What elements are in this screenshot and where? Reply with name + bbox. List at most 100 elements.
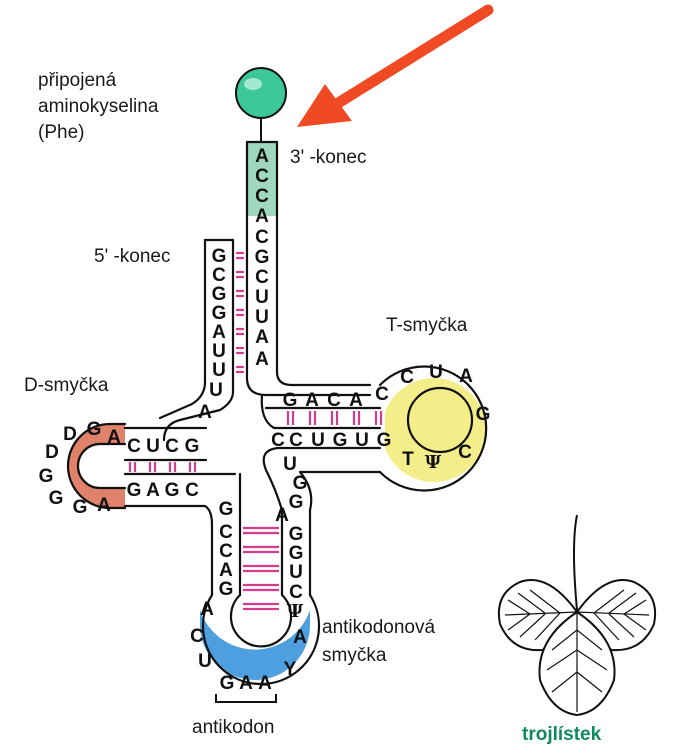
base: C bbox=[165, 436, 179, 457]
cloverleaf-icon bbox=[499, 515, 655, 715]
base: U bbox=[212, 360, 226, 381]
base: C bbox=[289, 582, 303, 603]
amino-acid-label-line3: (Phe) bbox=[38, 122, 84, 143]
anticodon-stem-right: C U G G A bbox=[275, 505, 303, 603]
t-loop-label: T-smyčka bbox=[386, 315, 468, 336]
five-prime-end-label: 5' -konec bbox=[94, 246, 171, 267]
cloverleaf-label: trojlístek bbox=[522, 724, 602, 745]
base: C bbox=[400, 367, 414, 388]
base: U bbox=[289, 562, 303, 583]
base: C bbox=[190, 626, 204, 647]
base: U bbox=[255, 307, 269, 328]
d-connector: U A bbox=[198, 380, 223, 423]
base: G bbox=[289, 524, 304, 545]
base: G bbox=[212, 303, 227, 324]
base: D bbox=[63, 424, 77, 445]
base: C bbox=[212, 265, 226, 286]
base: G bbox=[39, 466, 54, 487]
base: G bbox=[212, 284, 227, 305]
base: A bbox=[255, 206, 269, 227]
base: U bbox=[146, 436, 160, 457]
base: G bbox=[333, 430, 348, 451]
amino-acid-label-line1: připojená bbox=[38, 70, 117, 91]
base: G bbox=[185, 436, 200, 457]
base: G bbox=[219, 499, 234, 520]
d-stem-bottom: G A G C bbox=[127, 480, 200, 501]
base: U bbox=[429, 362, 443, 383]
base: Ψ bbox=[287, 601, 304, 622]
base: A bbox=[107, 427, 121, 448]
base: A bbox=[146, 480, 160, 501]
base: C bbox=[219, 522, 233, 543]
base: G bbox=[289, 492, 304, 513]
base: G bbox=[293, 473, 308, 494]
base: A bbox=[200, 599, 214, 620]
acceptor-3prime-stem: C G C U U A A bbox=[255, 227, 270, 370]
base: G bbox=[255, 247, 270, 268]
anticodon-label: antikodon bbox=[192, 717, 274, 738]
base: G bbox=[73, 497, 88, 518]
base: C bbox=[255, 166, 269, 187]
base: A bbox=[258, 673, 272, 694]
base: Y bbox=[284, 659, 297, 680]
base: C bbox=[458, 442, 472, 463]
base: C bbox=[375, 384, 389, 405]
base: U bbox=[198, 651, 212, 672]
base: G bbox=[476, 404, 491, 425]
base: C bbox=[289, 430, 303, 451]
base: G bbox=[283, 390, 298, 411]
base: G bbox=[377, 430, 392, 451]
base: G bbox=[219, 579, 234, 600]
base: A bbox=[349, 390, 363, 411]
base: A bbox=[212, 322, 226, 343]
base: U bbox=[355, 430, 369, 451]
arrow-icon bbox=[297, 10, 488, 127]
base: A bbox=[305, 390, 319, 411]
base: D bbox=[45, 442, 59, 463]
base: A bbox=[97, 495, 111, 516]
base: C bbox=[255, 186, 269, 207]
base: C bbox=[185, 480, 199, 501]
base: G bbox=[49, 488, 64, 509]
base: T bbox=[402, 449, 414, 470]
anticodon-loop-label-line1: antikodonová bbox=[322, 617, 435, 638]
base: U bbox=[255, 287, 269, 308]
base: G bbox=[289, 543, 304, 564]
base: U bbox=[212, 341, 226, 362]
base: A bbox=[275, 505, 289, 526]
anticodon-stem-left: G C C A G bbox=[219, 499, 234, 600]
acceptor-5prime-stem: G C G G A U U bbox=[212, 246, 227, 381]
base: C bbox=[127, 436, 141, 457]
base: U bbox=[209, 380, 223, 401]
base: G bbox=[165, 480, 180, 501]
acceptor-3prime-tail: A C C A bbox=[255, 146, 269, 227]
base: C bbox=[327, 390, 341, 411]
amino-acid-ball bbox=[236, 68, 286, 142]
anticodon-loop-label-line2: smyčka bbox=[322, 645, 387, 666]
base: G bbox=[220, 673, 235, 694]
amino-acid-label-line2: aminokyselina bbox=[38, 96, 159, 117]
d-loop-bases: A G D D G G G A bbox=[39, 419, 122, 518]
base: C bbox=[255, 267, 269, 288]
base: A bbox=[293, 627, 307, 648]
base: G bbox=[127, 480, 142, 501]
base: C bbox=[219, 541, 233, 562]
base: A bbox=[459, 366, 473, 387]
base: U bbox=[311, 430, 325, 451]
base: A bbox=[239, 673, 253, 694]
base: G bbox=[87, 419, 102, 440]
base: A bbox=[219, 560, 233, 581]
base: A bbox=[255, 146, 269, 167]
base: A bbox=[255, 327, 269, 348]
base: G bbox=[212, 246, 227, 267]
base: U bbox=[283, 454, 297, 475]
base: A bbox=[255, 349, 269, 370]
base: C bbox=[271, 430, 285, 451]
base: C bbox=[255, 227, 269, 248]
base: A bbox=[198, 402, 212, 423]
d-loop-label: D-smyčka bbox=[24, 375, 109, 396]
three-prime-end-label: 3' -konec bbox=[290, 147, 367, 168]
anticodon-bracket bbox=[216, 694, 276, 702]
base: Ψ bbox=[425, 452, 442, 473]
